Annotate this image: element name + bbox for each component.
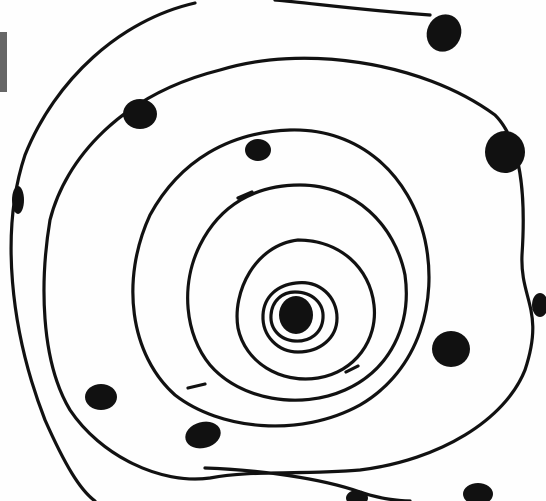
orbit-dot bbox=[432, 331, 470, 367]
center-dot bbox=[279, 296, 313, 334]
ring-tick-2 bbox=[188, 384, 205, 388]
orbit-dot bbox=[245, 139, 271, 161]
orbit-dot bbox=[532, 293, 546, 317]
orbit-dot bbox=[463, 483, 493, 501]
top-right-stroke bbox=[275, 0, 430, 15]
orbit-dot bbox=[85, 384, 117, 410]
page-edge-mark bbox=[0, 32, 7, 92]
orbit-dot bbox=[12, 186, 24, 214]
orbit-dot bbox=[485, 131, 525, 173]
ring-outer bbox=[44, 58, 533, 479]
orbit-dot bbox=[123, 99, 157, 129]
orbit-dot bbox=[182, 418, 224, 452]
ring-second bbox=[133, 130, 429, 426]
orbit-dot bbox=[346, 490, 368, 501]
outer-arc bbox=[11, 3, 195, 501]
